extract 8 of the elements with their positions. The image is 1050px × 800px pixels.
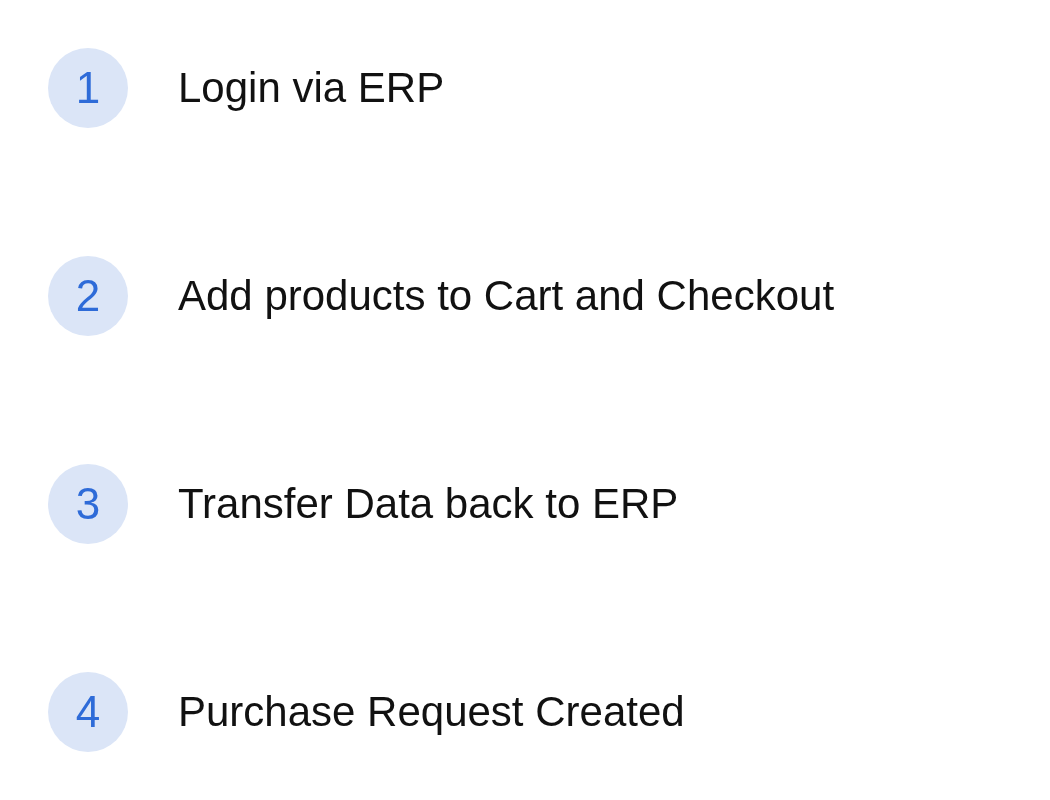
- step-number: 4: [75, 687, 101, 737]
- step-text: Purchase Request Created: [178, 688, 685, 736]
- step-text: Transfer Data back to ERP: [178, 480, 679, 528]
- step-number: 1: [75, 63, 101, 113]
- step-text: Add products to Cart and Checkout: [178, 272, 835, 320]
- step-number: 2: [75, 271, 101, 321]
- step-text: Login via ERP: [178, 64, 445, 112]
- step-number: 3: [75, 479, 101, 529]
